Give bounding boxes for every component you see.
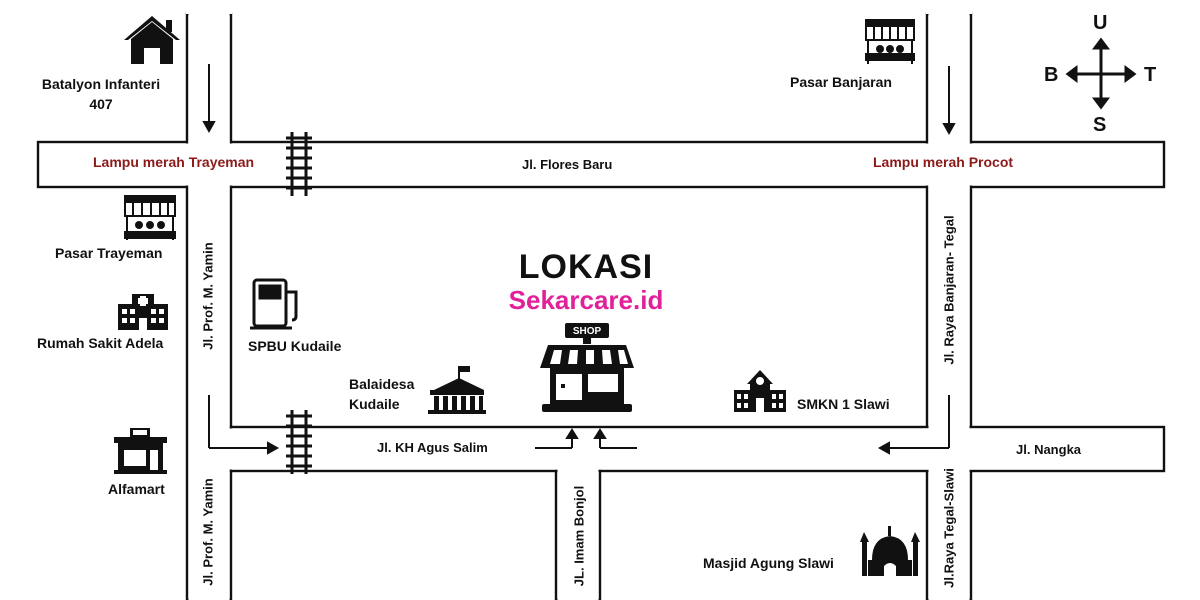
landmark-batalyon-line2: 407 bbox=[89, 96, 113, 112]
market-stall-icon bbox=[865, 19, 915, 64]
shop-icon bbox=[540, 323, 634, 412]
landmark-alfamart: Alfamart bbox=[108, 481, 165, 497]
traffic-light-trayeman: Lampu merah Trayeman bbox=[93, 154, 255, 170]
landmark-balaidesa-line2: Kudaile bbox=[349, 396, 400, 412]
railway-icon bbox=[286, 410, 312, 474]
road-yamin-lower: Jl. Prof. M. Yamin bbox=[200, 478, 216, 586]
road-imam-bonjol: JL. Imam Bonjol bbox=[571, 485, 587, 587]
store-icon bbox=[114, 428, 167, 474]
house-icon bbox=[124, 16, 180, 64]
railway-icon bbox=[286, 132, 312, 196]
landmark-rs-adela: Rumah Sakit Adela bbox=[37, 335, 164, 351]
landmark-pasar-trayeman: Pasar Trayeman bbox=[55, 245, 163, 261]
landmark-balaidesa: Balaidesa Kudaile bbox=[349, 374, 414, 414]
road-yamin-upper: Jl. Prof. M. Yamin bbox=[200, 242, 216, 350]
landmark-batalyon: Batalyon Infanteri 407 bbox=[36, 74, 166, 114]
traffic-light-procot: Lampu merah Procot bbox=[873, 154, 1014, 170]
fuel-pump-icon bbox=[250, 278, 298, 330]
compass-south: S bbox=[1093, 114, 1107, 136]
map-title: LOKASI bbox=[518, 248, 654, 286]
road-flores: Jl. Flores Baru bbox=[522, 157, 613, 172]
government-building-icon bbox=[428, 366, 486, 414]
road-tegal-slawi: Jl.Raya Tegal-Slawi bbox=[941, 468, 957, 588]
landmark-masjid: Masjid Agung Slawi bbox=[703, 555, 834, 571]
mosque-icon bbox=[860, 526, 920, 576]
direction-arrows bbox=[202, 64, 956, 455]
shop-sign-label: SHOP bbox=[572, 326, 602, 337]
compass-north: U bbox=[1093, 12, 1108, 34]
road-fills bbox=[39, 10, 1163, 600]
landmark-batalyon-line1: Batalyon Infanteri bbox=[41, 76, 161, 92]
landmark-pasar-banjaran: Pasar Banjaran bbox=[790, 74, 892, 90]
road-banjaran-tegal: Jl. Raya Banjaran- Tegal bbox=[941, 215, 957, 365]
compass-icon bbox=[1065, 37, 1137, 110]
landmark-balaidesa-line1: Balaidesa bbox=[349, 376, 415, 392]
landmark-smkn: SMKN 1 Slawi bbox=[797, 396, 890, 412]
brand-name: Sekarcare.id bbox=[508, 285, 664, 315]
market-stall-icon bbox=[124, 195, 176, 240]
compass-east: T bbox=[1144, 64, 1157, 86]
hospital-icon bbox=[118, 294, 168, 330]
school-icon bbox=[734, 370, 786, 412]
road-kh-agus-salim: Jl. KH Agus Salim bbox=[377, 440, 488, 455]
landmark-spbu: SPBU Kudaile bbox=[248, 338, 342, 354]
compass-west: B bbox=[1044, 64, 1059, 86]
road-nangka: Jl. Nangka bbox=[1016, 442, 1082, 457]
